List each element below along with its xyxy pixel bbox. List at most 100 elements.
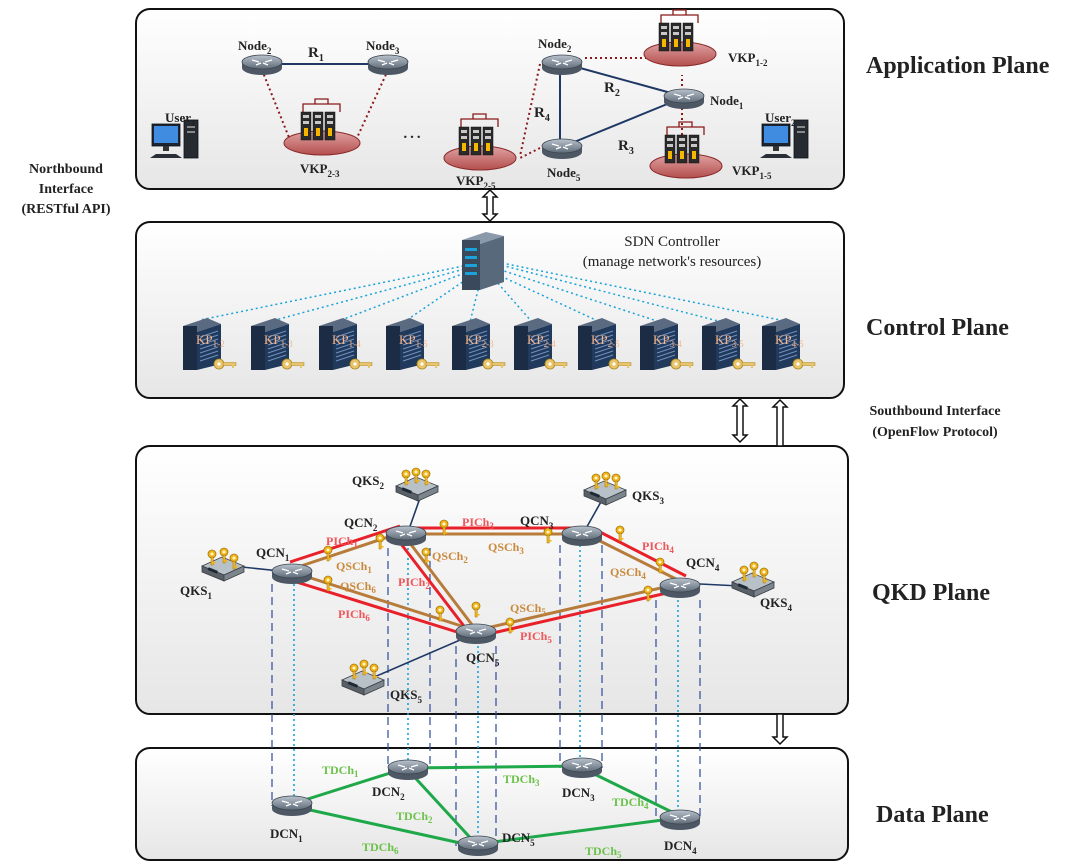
qcn5-label: QCN5 [466, 650, 500, 668]
qsch5-label: QSCh5 [510, 601, 546, 617]
link-r3-label: R3 [618, 138, 634, 157]
dcn5-router-icon [457, 835, 499, 857]
qks4-label: QKS4 [760, 595, 792, 613]
kp-2-3-label: KP2-3 [465, 332, 494, 349]
link-r2-label: R2 [604, 80, 620, 99]
vkp-2-3-server-icon [300, 98, 341, 141]
kp-2-5-label: KP2-5 [591, 332, 620, 349]
sdn-controller-server-icon [462, 232, 504, 290]
app-node2-left-label: Node2 [238, 38, 272, 56]
app-node2-left-router-icon [241, 54, 283, 76]
data-plane-panel [135, 747, 849, 861]
qcn1-router-icon [271, 563, 313, 585]
qcn3-label: QCN3 [520, 513, 554, 531]
qsch3-label: QSCh3 [488, 540, 524, 556]
qcn3-router-icon [561, 525, 603, 547]
control-plane-title: Control Plane [866, 315, 1009, 341]
northbound-line2: Interface [39, 182, 93, 197]
pich5-label: PICh5 [520, 629, 552, 645]
dcn2-router-icon [387, 759, 429, 781]
kp-3-5-label: KP3-5 [715, 332, 744, 349]
qkd-to-data-arrow [771, 713, 789, 746]
qks1-label: QKS1 [180, 583, 212, 601]
southbound-line2: (OpenFlow Protocol) [872, 425, 998, 440]
pich2-label: PICh2 [398, 575, 430, 591]
qcn4-label: QCN4 [686, 555, 720, 573]
southbound-up-arrow [771, 398, 789, 447]
dcn3-label: DCN3 [562, 785, 595, 803]
kp-1-3-label: KP1-3 [264, 332, 293, 349]
qkd-plane-panel [135, 445, 849, 715]
qks3-label: QKS3 [632, 488, 664, 506]
dcn1-label: DCN1 [270, 826, 303, 844]
link-r1-label: R1 [308, 45, 324, 64]
qsch6-label: QSCh6 [340, 579, 376, 595]
sdn-controller-title: SDN Controller [624, 234, 719, 250]
vkp-1-2-server-icon [658, 9, 699, 52]
southbound-interface-label: Southbound Interface (OpenFlow Protocol) [869, 404, 1000, 440]
northbound-line1: Northbound [29, 162, 103, 177]
qsch1-label: QSCh1 [336, 559, 372, 575]
vkp-2-5-server-icon [458, 113, 499, 156]
qcn4-router-icon [659, 577, 701, 599]
app-node1-router-icon [663, 88, 705, 110]
tdch1-label: TDCh1 [322, 763, 359, 779]
app-node5-label: Node5 [547, 165, 581, 183]
tdch5-label: TDCh5 [585, 844, 622, 860]
vkp-2-5-label: VKP2-5 [456, 173, 496, 191]
tdch6-label: TDCh6 [362, 840, 399, 856]
application-plane-title: Application Plane [866, 53, 1050, 79]
dcn5-label: DCN5 [502, 830, 535, 848]
dcn2-label: DCN2 [372, 784, 405, 802]
vkp-1-5-server-icon [664, 121, 705, 164]
kp-1-5-label: KP1-5 [399, 332, 428, 349]
dcn4-router-icon [659, 809, 701, 831]
app-node5-router-icon [541, 138, 583, 160]
link-r3 [561, 97, 683, 148]
qsch2-label: QSCh2 [432, 549, 468, 565]
qkd-plane-title: QKD Plane [872, 580, 990, 606]
application-plane-content: Node2 Node3 Node2 Node1 Node5 User1 User… [149, 9, 809, 191]
vkp-2-3-label: VKP2-3 [300, 161, 340, 179]
dcn4-label: DCN4 [664, 838, 697, 856]
app-node1-label: Node1 [710, 93, 744, 111]
pich4-label: PICh4 [642, 539, 674, 555]
qks2-label: QKS2 [352, 473, 384, 491]
tdch3-label: TDCh3 [503, 772, 540, 788]
northbound-line3: (RESTful API) [21, 202, 110, 217]
link-r4-label: R4 [534, 105, 550, 124]
virtual-links [261, 57, 683, 159]
tdch4-label: TDCh4 [612, 795, 649, 811]
kp-4-5-label: KP4-5 [775, 332, 804, 349]
southbound-double-arrow [731, 397, 749, 444]
app-node2-right-router-icon [541, 54, 583, 76]
kp-3-4-label: KP3-4 [653, 332, 682, 349]
dcn1-router-icon [271, 795, 313, 817]
user1-label: User1 [165, 110, 196, 128]
control-plane-content: SDN Controller (manage network's resourc… [182, 232, 816, 371]
pich1-label: PICh1 [326, 534, 358, 550]
dcn3-router-icon [561, 757, 603, 779]
pich6-label: PICh6 [338, 607, 370, 623]
sdn-controller-subtitle: (manage network's resources) [583, 254, 761, 270]
data-plane-title: Data Plane [876, 802, 989, 828]
pich3-label: PICh3 [462, 515, 494, 531]
ellipsis-text: … [402, 121, 422, 143]
vkp-1-2-label: VKP1-2 [728, 50, 768, 68]
qks5-label: QKS5 [390, 687, 422, 705]
southbound-line1: Southbound Interface [869, 404, 1000, 419]
app-node3-router-icon [367, 54, 409, 76]
link-r2 [561, 62, 683, 97]
qkd-plane-content: QCN1 QCN2 QCN3 QCN4 QCN5 QKS1 QKS2 QKS3 … [180, 467, 792, 705]
northbound-interface-label: Northbound Interface (RESTful API) [21, 162, 110, 217]
kp-2-4-label: KP2-4 [527, 332, 556, 349]
vkp-1-5-label: VKP1-5 [732, 163, 772, 181]
qcn5-router-icon [455, 623, 497, 645]
tdch-lines [291, 764, 681, 848]
kp-1-4-label: KP1-4 [332, 332, 361, 349]
northbound-double-arrow [481, 188, 499, 223]
data-plane-content: DCN1 DCN2 DCN3 DCN4 DCN5 TDCh1 TDCh2 TDC… [270, 757, 701, 860]
qsch4-label: QSCh4 [610, 565, 646, 581]
qcn2-label: QCN2 [344, 515, 378, 533]
